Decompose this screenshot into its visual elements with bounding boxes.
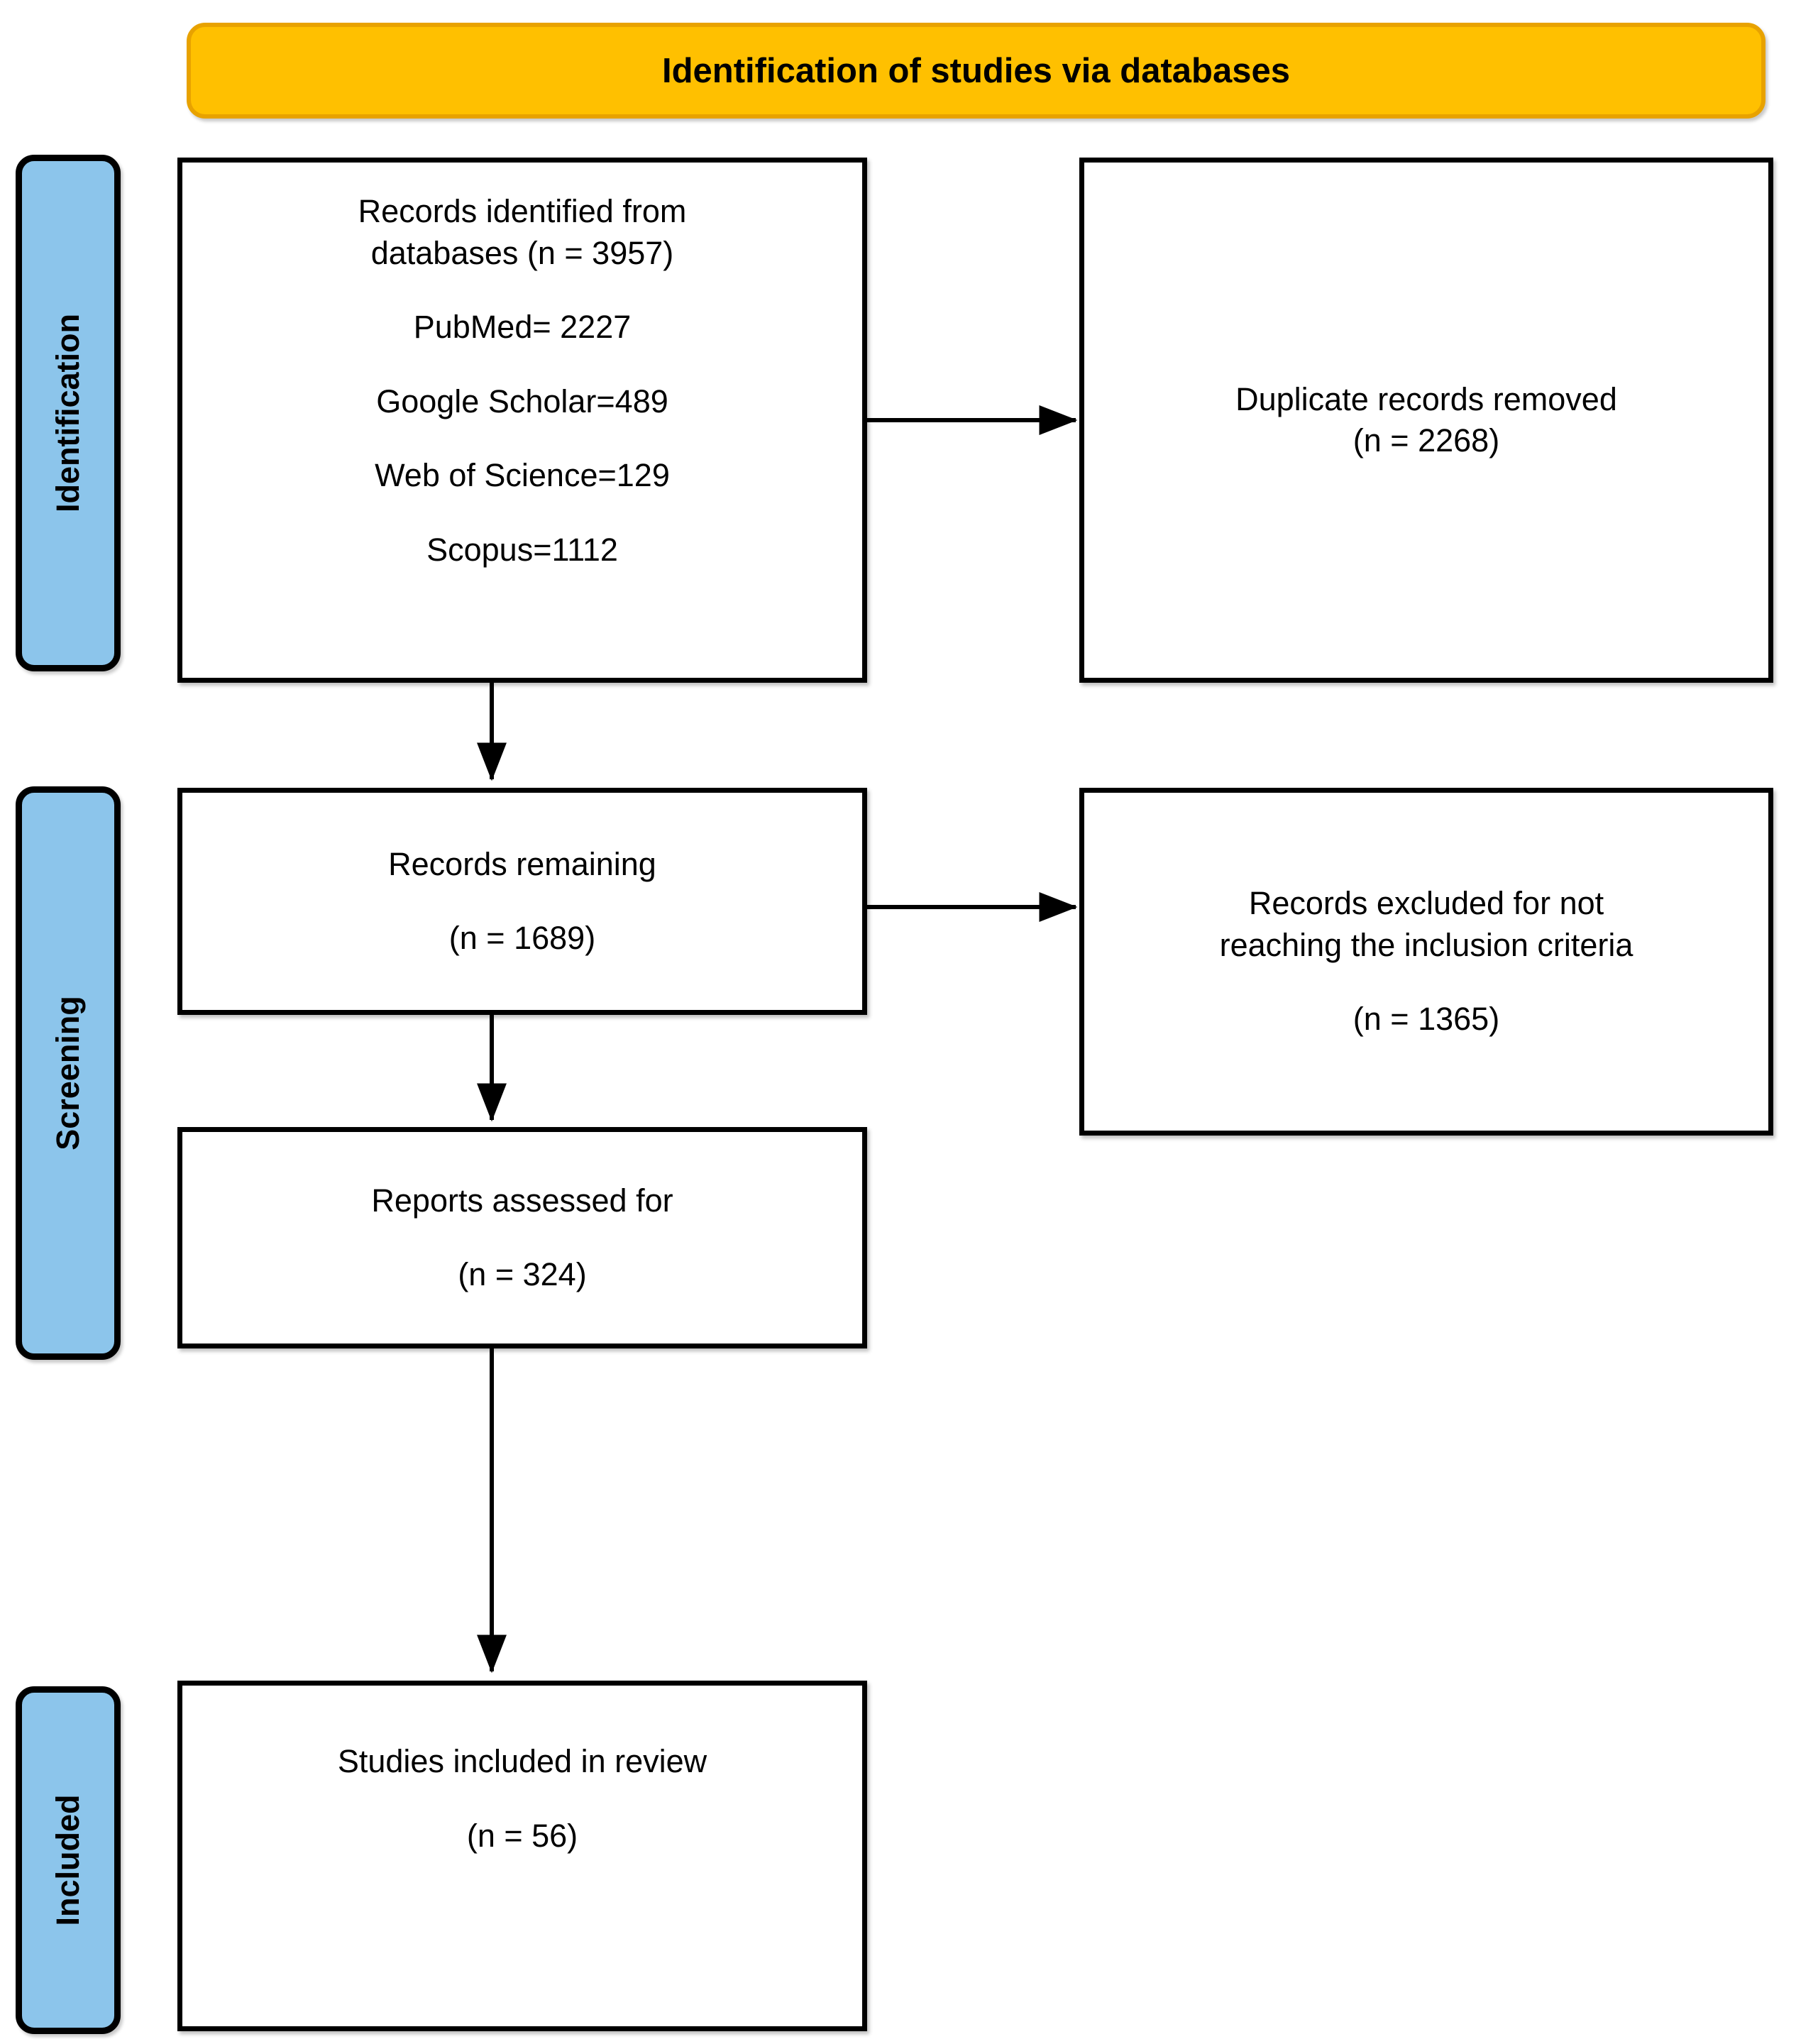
stage-bar-included: Included — [16, 1686, 121, 2034]
records-excluded-line1: Records excluded for not — [1248, 885, 1604, 922]
box-reports-assessed: Reports assessed for (n = 324) — [177, 1127, 867, 1348]
records-identified-web-of-science: Web of Science=129 — [375, 457, 670, 493]
box-records-identified: Records identified from databases (n = 3… — [177, 158, 867, 683]
records-excluded-count: (n = 1365) — [1352, 1001, 1500, 1038]
header-banner: Identification of studies via databases — [187, 23, 1765, 119]
records-identified-scopus: Scopus=1112 — [426, 531, 618, 568]
duplicates-removed-line1: Duplicate records removed — [1235, 380, 1617, 417]
reports-assessed-count: (n = 324) — [458, 1256, 587, 1292]
page-title: Identification of studies via databases — [662, 51, 1290, 90]
studies-included-line1: Studies included in review — [337, 1743, 707, 1779]
records-remaining-line1: Records remaining — [388, 845, 656, 882]
stage-label-identification: Identification — [50, 314, 86, 512]
studies-included-count: (n = 56) — [466, 1817, 578, 1854]
duplicates-removed-count: (n = 2268) — [1352, 422, 1500, 458]
box-records-excluded: Records excluded for not reaching the in… — [1079, 788, 1773, 1136]
records-identified-line2: databases (n = 3957) — [370, 234, 674, 271]
stage-bar-identification: Identification — [16, 155, 121, 671]
records-excluded-line2: reaching the inclusion criteria — [1219, 926, 1634, 963]
box-duplicates-removed: Duplicate records removed (n = 2268) — [1079, 158, 1773, 683]
records-remaining-count: (n = 1689) — [448, 920, 596, 956]
box-records-remaining: Records remaining (n = 1689) — [177, 788, 867, 1015]
box-studies-included: Studies included in review (n = 56) — [177, 1681, 867, 2031]
stage-label-included: Included — [50, 1794, 86, 1926]
records-identified-google-scholar: Google Scholar=489 — [376, 383, 668, 419]
records-identified-pubmed: PubMed= 2227 — [413, 309, 632, 345]
records-identified-line1: Records identified from — [358, 193, 687, 229]
reports-assessed-line1: Reports assessed for — [371, 1182, 673, 1219]
stage-bar-screening: Screening — [16, 786, 121, 1360]
stage-label-screening: Screening — [50, 996, 86, 1150]
